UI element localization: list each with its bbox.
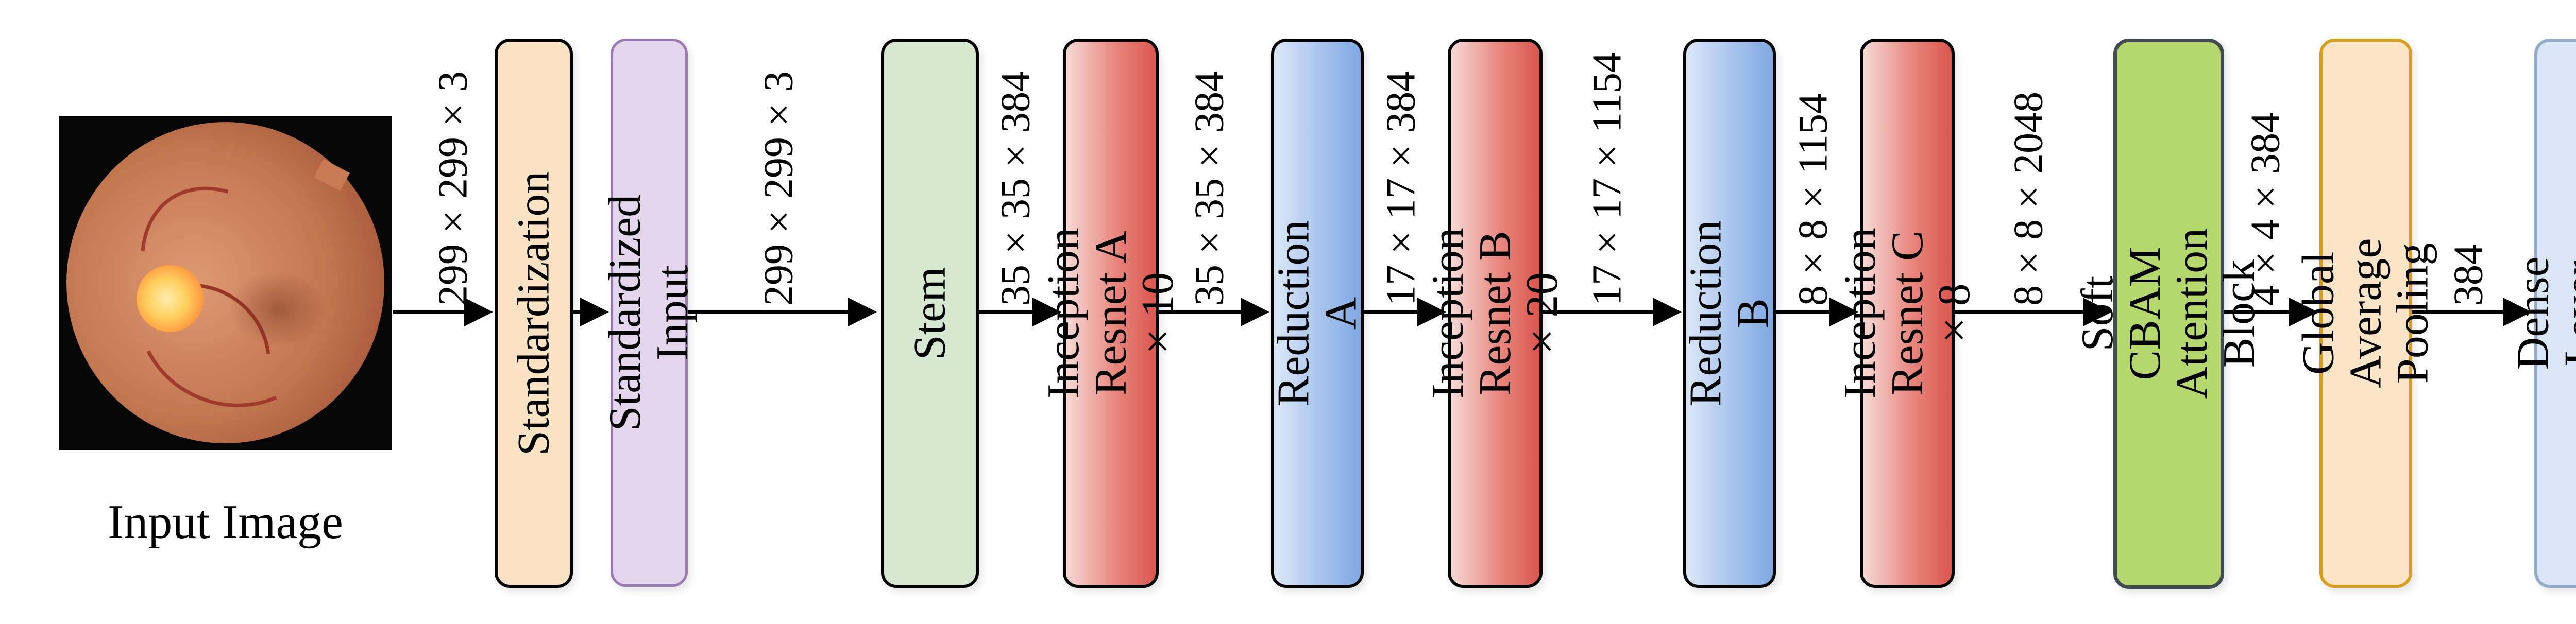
- dim-label-9: 384: [2446, 244, 2492, 306]
- flow-arrow-head: [848, 298, 877, 326]
- block-label: Inception Resnet A × 10: [1038, 228, 1183, 399]
- flow-arrow-head: [1653, 298, 1682, 326]
- optic-disc: [137, 265, 204, 332]
- block-label: Inception Resnet C × 8: [1835, 228, 1979, 399]
- block-stem: Stem: [881, 39, 979, 588]
- flow-arrow-shaft: [1153, 310, 1242, 314]
- macula-shadow: [229, 270, 327, 348]
- block-inception-resnet-b: Inception Resnet B × 20: [1423, 39, 1567, 588]
- dim-label-6: 8×8×1154: [1790, 93, 1836, 306]
- flow-arrow-head: [2083, 298, 2112, 326]
- flow-arrow-head: [464, 298, 493, 326]
- dim-label-7: 8×8×2048: [2006, 92, 2052, 306]
- block-inception-resnet-a: Inception Resnet A × 10: [1039, 39, 1183, 588]
- block-label: Dense Leyer (5): [2508, 256, 2576, 370]
- flow-arrow-head: [1241, 298, 1269, 326]
- dim-label-1: 299×299×3: [756, 71, 802, 306]
- flow-arrow-shaft: [973, 310, 1033, 314]
- block-reduction-a: Reduction A: [1268, 39, 1366, 588]
- flow-arrow-shaft: [1948, 310, 2084, 314]
- block-standardized-input: Standardized Input: [600, 39, 698, 587]
- block-label: Global Average Pooling: [2293, 238, 2438, 389]
- flow-arrow-head: [1829, 298, 1858, 326]
- block-dense-layer: Dense Leyer (5): [2509, 39, 2576, 588]
- dim-label-3: 35×35×384: [1187, 71, 1232, 306]
- block-label: Standardization: [509, 171, 559, 456]
- block-label: Inception Resnet B × 20: [1422, 228, 1567, 399]
- dim-label-input: 299×299×3: [430, 71, 476, 306]
- dim-label-2: 35×35×384: [993, 71, 1039, 306]
- block-soft-cbam-attention: Soft CBAM Attention Block: [2073, 39, 2264, 589]
- input-fundus-image: [59, 116, 392, 459]
- flow-arrow-head: [1417, 298, 1446, 326]
- block-standardization: Standardization: [495, 39, 573, 588]
- flow-arrow-shaft: [567, 310, 581, 314]
- dim-label-5: 17×17×1154: [1584, 51, 1630, 306]
- flow-arrow-head: [580, 298, 609, 326]
- input-image-caption: Input Image: [108, 495, 343, 549]
- block-label: Reduction A: [1268, 220, 1366, 407]
- block-label: Reduction B: [1681, 220, 1778, 407]
- block-reduction-b: Reduction B: [1681, 39, 1778, 588]
- flow-arrow-head: [1032, 298, 1061, 326]
- flow-arrow-shaft: [2406, 310, 2504, 314]
- block-label: Stem: [905, 267, 955, 360]
- block-inception-resnet-c: Inception Resnet C × 8: [1835, 39, 1979, 588]
- block-global-average-pooling: Global Average Pooling: [2294, 39, 2438, 588]
- flow-arrow-shaft: [1358, 310, 1418, 314]
- flow-arrow-head: [2289, 298, 2318, 326]
- flow-arrow-shaft: [393, 310, 465, 314]
- flow-arrow-shaft: [1536, 310, 1654, 314]
- block-label: Soft CBAM Attention Block: [2073, 228, 2265, 400]
- flow-arrow-shaft: [683, 310, 849, 314]
- dim-label-4: 17×17×384: [1378, 71, 1424, 306]
- flow-arrow-shaft: [2217, 310, 2290, 314]
- flow-arrow-head: [2503, 298, 2532, 326]
- flow-arrow-shaft: [1770, 310, 1831, 314]
- block-label: Standardized Input: [600, 194, 698, 431]
